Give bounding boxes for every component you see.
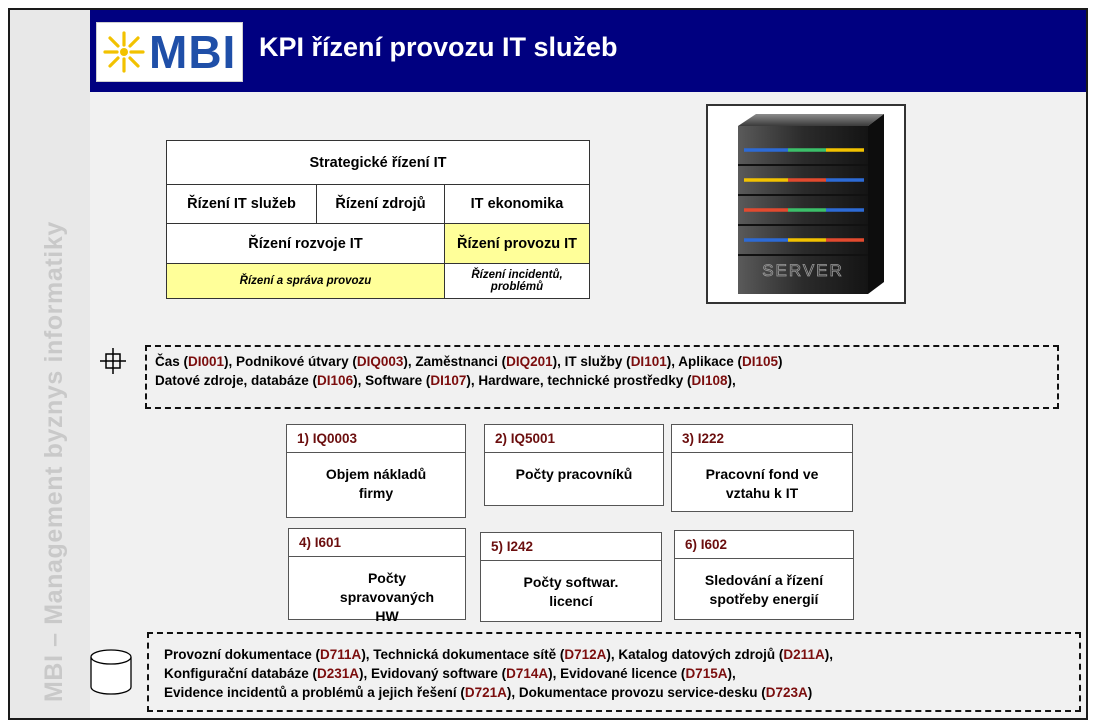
cell-development: Řízení rozvoje IT xyxy=(166,223,445,264)
kpi-card: 3) I222 Pracovní fond ve vztahu k IT xyxy=(671,424,853,512)
text-segment: Konfigurační databáze ( xyxy=(164,666,318,681)
kpi-title: Počty pracovníků xyxy=(515,466,633,482)
documents-box: Provozní dokumentace (D711A), Technická … xyxy=(147,632,1081,712)
logo-text: MBI xyxy=(149,26,237,78)
text-segment: Provozní dokumentace ( xyxy=(164,647,321,662)
kpi-card: 2) IQ5001 Počty pracovníků xyxy=(484,424,664,506)
kpi-code: 2) IQ5001 xyxy=(485,425,663,453)
sidebar: MBI – Management byznys informatiky xyxy=(10,10,90,718)
code-reference: DI101 xyxy=(630,354,667,369)
kpi-title: Sledování a řízení spotřeby energií xyxy=(704,572,824,607)
text-segment: ), Dokumentace provozu service-desku ( xyxy=(506,685,766,700)
code-reference: D712A xyxy=(564,647,607,662)
cell-it-services: Řízení IT služeb xyxy=(166,184,317,224)
text-segment: Čas ( xyxy=(155,354,189,369)
documents-line-2: Konfigurační databáze (D231A), Evidovaný… xyxy=(164,664,1079,683)
code-reference: D714A xyxy=(506,666,549,681)
slide: MBI – Management byznys informatiky MBI … xyxy=(8,8,1088,720)
kpi-code: 3) I222 xyxy=(672,425,852,453)
text-segment: Datové zdroje, databáze ( xyxy=(155,373,318,388)
cell-strategic: Strategické řízení IT xyxy=(166,140,590,185)
code-reference: DI001 xyxy=(188,354,225,369)
kpi-code: 6) I602 xyxy=(675,531,853,559)
kpi-title: Pracovní fond ve vztahu k IT xyxy=(705,466,819,501)
kpi-card: 1) IQ0003 Objem nákladů firmy xyxy=(286,424,466,518)
code-reference: D231A xyxy=(317,666,360,681)
cell-operations-management: Řízení a správa provozu xyxy=(166,263,445,299)
kpi-code: 1) IQ0003 xyxy=(287,425,465,453)
text-segment: ), Software ( xyxy=(353,373,431,388)
dimensions-line-2: Datové zdroje, databáze (DI106), Softwar… xyxy=(155,371,1057,390)
text-segment: Evidence incidentů a problémů a jejich ř… xyxy=(164,685,465,700)
code-reference: D721A xyxy=(464,685,507,700)
kpi-card: 6) I602 Sledování a řízení spotřeby ener… xyxy=(674,530,854,620)
text-segment: ), xyxy=(727,666,736,681)
database-icon xyxy=(90,649,132,695)
kpi-code: 4) I601 xyxy=(289,529,465,557)
mbi-logo: MBI xyxy=(96,22,243,82)
sun-icon xyxy=(103,31,145,73)
code-reference: DI108 xyxy=(691,373,728,388)
code-reference: D211A xyxy=(783,647,825,662)
server-icon: SERVER xyxy=(738,114,884,294)
page-title: KPI řízení provozu IT služeb xyxy=(259,32,618,62)
text-segment: ), Evidované licence ( xyxy=(548,666,686,681)
cell-operations: Řízení provozu IT xyxy=(444,223,590,264)
text-segment: ) xyxy=(807,685,813,700)
code-reference: DI106 xyxy=(317,373,354,388)
code-reference: DI107 xyxy=(430,373,467,388)
cell-it-economics: IT ekonomika xyxy=(444,184,590,224)
kpi-card: 5) I242 Počty softwar. licencí xyxy=(480,532,662,622)
documents-line-3: Evidence incidentů a problémů a jejich ř… xyxy=(164,683,1079,702)
dimension-icon xyxy=(100,348,126,374)
header-bar: MBI KPI řízení provozu IT služeb xyxy=(90,10,1086,92)
text-segment: ), xyxy=(727,373,736,388)
documents-line-1: Provozní dokumentace (D711A), Technická … xyxy=(164,645,1079,664)
text-segment: ), Katalog datových zdrojů ( xyxy=(606,647,784,662)
cell-resources: Řízení zdrojů xyxy=(316,184,445,224)
kpi-card: 4) I601 Počty spravovaných HW xyxy=(288,528,466,624)
text-segment: ), Aplikace ( xyxy=(666,354,742,369)
it-management-table: Strategické řízení IT Řízení IT služeb Ř… xyxy=(166,140,590,299)
text-segment: ), IT služby ( xyxy=(552,354,631,369)
kpi-title: Počty spravovaných HW xyxy=(339,570,435,624)
kpi-title: Objem nákladů firmy xyxy=(325,466,427,501)
text-segment: ), Zaměstnanci ( xyxy=(403,354,507,369)
kpi-title: Počty softwar. licencí xyxy=(523,574,619,609)
dimensions-box: Čas (DI001), Podnikové útvary (DIQ003), … xyxy=(145,345,1059,409)
text-segment: ), Hardware, technické prostředky ( xyxy=(466,373,692,388)
server-image: SERVER xyxy=(706,104,906,304)
code-reference: DI105 xyxy=(742,354,779,369)
kpi-code: 5) I242 xyxy=(481,533,661,561)
text-segment: ), Podnikové útvary ( xyxy=(224,354,357,369)
text-segment: ), Technická dokumentace sítě ( xyxy=(361,647,565,662)
text-segment: ) xyxy=(778,354,783,369)
server-label: SERVER xyxy=(762,261,844,280)
text-segment: ), Evidovaný software ( xyxy=(359,666,507,681)
code-reference: D715A xyxy=(685,666,728,681)
text-segment: ), xyxy=(824,647,833,662)
sidebar-caption: MBI – Management byznys informatiky xyxy=(40,221,68,702)
dimensions-line-1: Čas (DI001), Podnikové útvary (DIQ003), … xyxy=(155,352,1057,371)
code-reference: DIQ003 xyxy=(356,354,404,369)
code-reference: DIQ201 xyxy=(506,354,553,369)
code-reference: D723A xyxy=(765,685,808,700)
code-reference: D711A xyxy=(320,647,362,662)
cell-incidents: Řízení incidentů, problémů xyxy=(444,263,590,299)
